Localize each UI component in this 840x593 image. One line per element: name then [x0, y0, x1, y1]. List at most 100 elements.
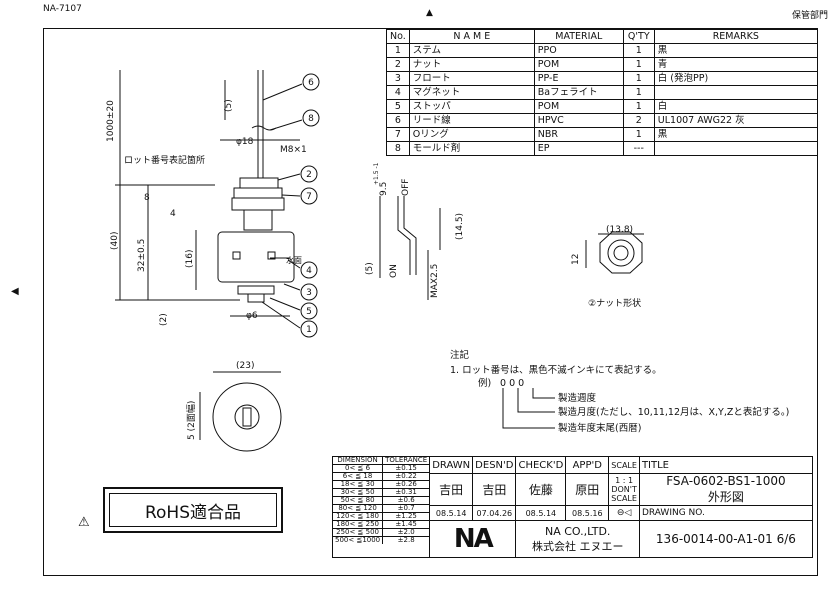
dim-label-phi6: φ6: [246, 311, 258, 321]
balloon-7-text: 7: [306, 192, 312, 202]
nut-hex-outline: [599, 231, 643, 274]
table-row: 500< ≦1000±2.8: [333, 536, 430, 544]
bottom-view-inner: [234, 404, 260, 430]
date-checked: 08.5.14: [515, 505, 567, 521]
balloon-3-text: 3: [306, 288, 312, 298]
name-drawn: 吉田: [429, 473, 474, 506]
head-approved: APP'D: [565, 456, 610, 474]
balloon-5: [300, 302, 318, 320]
nut-dim-12: 12: [571, 254, 581, 265]
head-scale: SCALE: [608, 456, 640, 474]
notes-example-prefix: 例): [478, 378, 492, 389]
dim-label-2: (2): [159, 313, 169, 326]
warning-triangle-icon: ⚠: [78, 515, 90, 530]
company-name-jp: 株式会社 エヌエー: [531, 540, 624, 553]
stopper: [237, 285, 275, 295]
switch-off-label: OFF: [401, 179, 411, 196]
switch-on-label: ON: [389, 264, 399, 278]
stem-upper: [243, 209, 273, 231]
balloon-4: [300, 261, 318, 279]
float-body: [217, 231, 295, 283]
projection-symbol-icon: ⊖◁: [608, 505, 640, 521]
dim-label-m8: M8×1: [280, 145, 307, 155]
dim-label-14-5: (14.5): [455, 213, 465, 240]
dim-label-5b: (5): [365, 262, 375, 275]
notes-item-week: 製造週度: [558, 393, 597, 404]
dim-label-lead-length: 1000±20: [106, 100, 116, 142]
notes-line-1: 1. ロット番号は、黒色不滅インキにて表記する。: [450, 365, 662, 376]
title-name: 外形図: [707, 490, 744, 504]
balloon-7: [300, 187, 318, 205]
document-code: NA-7107: [43, 4, 82, 14]
balloon-4-text: 4: [306, 266, 312, 276]
magnet-mark-right: [267, 251, 276, 260]
drawing-no-label: DRAWING NO.: [638, 505, 813, 521]
notes-title: 注記: [450, 350, 470, 361]
rohs-label: RoHS適合品: [109, 493, 277, 527]
table-row: 250< ≦ 500±2.0: [333, 528, 430, 537]
bottom-view-slot: [242, 407, 252, 427]
notes-item-year: 製造年度末尾(西暦): [558, 423, 642, 434]
rohs-stamp: RoHS適合品: [103, 487, 283, 533]
department-label: 保管部門: [791, 11, 828, 21]
switch-symbol: [397, 196, 411, 275]
balloon-2-text: 2: [306, 170, 312, 180]
mold-top: [239, 177, 279, 189]
company-name-cell: NA CO.,LTD.株式会社 エヌエー: [515, 520, 640, 558]
balloon-6-text: 6: [308, 78, 314, 88]
stem-tip: [247, 293, 265, 303]
name-approved: 原田: [565, 473, 610, 506]
nut-body: [233, 187, 283, 199]
nut-inner-circle: [613, 245, 629, 261]
dim-label-40: (40): [110, 232, 120, 250]
notes-item-month: 製造月度(ただし、10,11,12月は、X,Y,Zと表記する。): [558, 407, 790, 418]
date-approved: 08.5.16: [565, 505, 610, 521]
drawing-frame: [43, 28, 818, 576]
head-drawn: DRAWN: [429, 456, 474, 474]
head-designed: DESN'D: [472, 456, 517, 474]
center-mark-icon: ▲: [426, 8, 433, 18]
dim-label-16: (16): [185, 250, 195, 268]
balloon-6: [302, 73, 320, 91]
drawing-number: 136-0014-00-A1-01 6/6: [638, 520, 813, 558]
date-drawn: 08.5.14: [429, 505, 474, 521]
lot-number-label: ロット番号表記箇所: [124, 154, 205, 166]
dim-label-5: (5): [224, 99, 234, 112]
notes-example-code: 0 0 0: [500, 378, 525, 389]
scale-value: 1 : 1: [615, 476, 634, 485]
water-surface-label: 水面: [286, 255, 302, 265]
dim-label-4: 4: [170, 209, 176, 219]
dim-label-flat-width: 5 (2面幅): [185, 401, 197, 440]
title-cell: FSA-0602-BS1-1000 外形図: [638, 473, 813, 506]
dim-label-9-5: 9.5: [379, 182, 389, 196]
balloon-2: [300, 165, 318, 183]
balloon-8-text: 8: [308, 114, 314, 124]
name-designed: 吉田: [472, 473, 517, 506]
head-checked: CHECK'D: [515, 456, 567, 474]
balloon-5-text: 5: [306, 307, 312, 317]
nut-outer-circle: [607, 239, 635, 267]
nut-flange: [231, 197, 285, 211]
date-designed: 07.04.26: [472, 505, 517, 521]
dim-label-phi18: φ18: [236, 137, 254, 147]
nut-dim-13-8: (13.8): [606, 225, 633, 235]
dim-label-8: 8: [144, 193, 150, 203]
dont-scale-note: DON'T SCALE: [611, 485, 637, 503]
dim-label-23: (23): [236, 361, 254, 371]
name-checked: 佐藤: [515, 473, 567, 506]
balloon-1-text: 1: [306, 325, 312, 335]
magnet-mark-left: [232, 251, 241, 260]
dim-label-32: 32±0.5: [137, 239, 147, 272]
title-label: TITLE: [638, 456, 813, 474]
dim-label-max25: MAX2.5: [430, 264, 440, 298]
title-code: FSA-0602-BS1-1000: [666, 474, 786, 488]
company-logo: NA: [429, 520, 517, 558]
bottom-view-outer: [212, 382, 282, 452]
left-marker-icon: ◀: [11, 286, 19, 297]
